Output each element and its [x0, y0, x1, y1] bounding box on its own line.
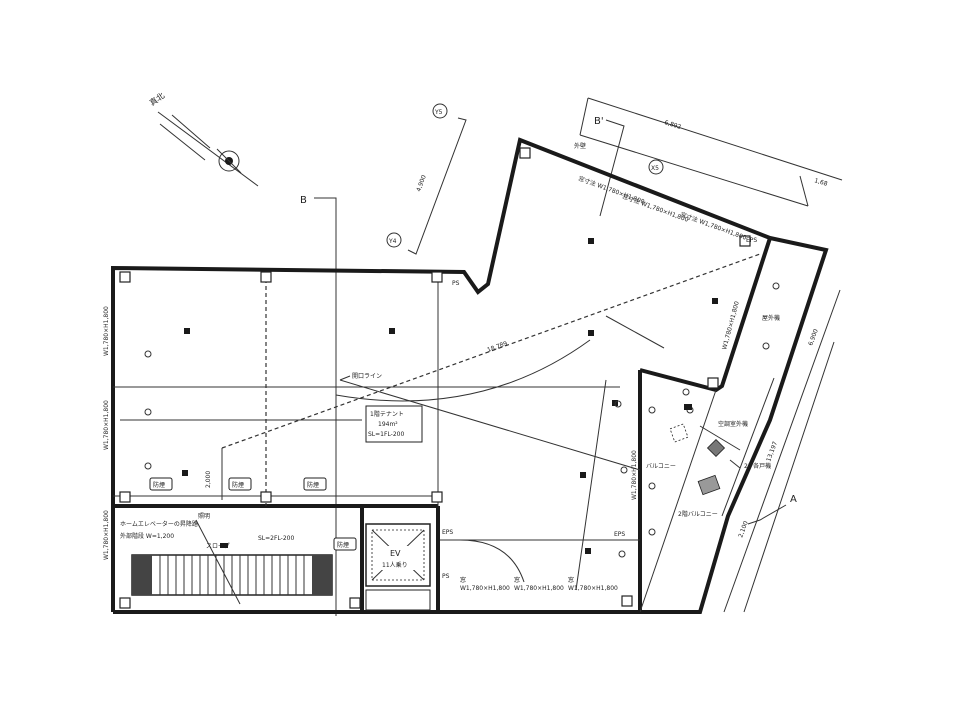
section-line-a: A	[747, 494, 797, 525]
svg-text:EPS: EPS	[442, 529, 453, 536]
svg-text:バルコニー: バルコニー	[646, 463, 676, 470]
svg-text:W1,780×H1,800: W1,780×H1,800	[631, 450, 638, 500]
grid-marker-x5: X5	[648, 159, 664, 175]
light-icon	[182, 470, 188, 476]
svg-text:13,197: 13,197	[765, 440, 779, 462]
window-notes-bottom: W1,780×H1,800 W1,780×H1,800 W1,780×H1,80…	[460, 576, 618, 592]
stair-area: ホームエレベーターの昇降路 外部階段 W=1,200 スロープ SL=2FL-2…	[120, 513, 333, 605]
svg-text:B': B'	[594, 116, 604, 127]
svg-text:スロープ: スロープ	[206, 543, 230, 550]
grid-marker-y4: Y4	[386, 232, 402, 248]
stair-treads	[159, 555, 305, 595]
window-notes-top: 窓寸法 W1,780×H1,800 窓寸法 W1,780×H1,800 窓寸法 …	[574, 142, 748, 242]
north-arrow: 真北	[147, 90, 259, 187]
columns	[119, 147, 751, 609]
svg-text:194m²: 194m²	[378, 421, 398, 428]
dimension-right-side: 6,900 13,197 2,100	[723, 289, 841, 613]
interior-grid-lines	[113, 272, 641, 506]
svg-text:6,892: 6,892	[663, 119, 682, 131]
section-line-b-prime: B'	[594, 116, 625, 217]
svg-text:A: A	[790, 494, 797, 505]
light-icon	[580, 472, 586, 478]
elevator: EV 11人乗り	[365, 523, 431, 611]
svg-text:PS: PS	[442, 573, 450, 580]
section-line-b: B	[300, 195, 337, 616]
svg-text:W1,780×H1,800: W1,780×H1,800	[103, 400, 110, 450]
elevator-code: EV	[390, 549, 401, 558]
svg-text:1階テナント: 1階テナント	[370, 410, 404, 418]
elevator-capacity: 11人乗り	[382, 562, 408, 569]
svg-text:ホームエレベーターの昇降路: ホームエレベーターの昇降路	[120, 520, 198, 528]
grid-marker-y5: Y5	[432, 103, 448, 119]
svg-text:X5: X5	[651, 165, 659, 172]
svg-text:外部階段 W=1,200: 外部階段 W=1,200	[120, 532, 174, 540]
north-label: 真北	[147, 90, 166, 107]
svg-text:SL=2FL-200: SL=2FL-200	[258, 535, 294, 542]
svg-text:W1,780×H1,800: W1,780×H1,800	[460, 585, 510, 592]
light-icon	[588, 238, 594, 244]
dimension-left-diagonal: 4,900	[407, 117, 467, 255]
svg-text:空調室外機: 空調室外機	[718, 420, 748, 428]
shaft-labels: PS EPS PS EPS EPS	[442, 237, 757, 580]
svg-text:照明: 照明	[198, 513, 210, 520]
svg-text:W1,780×H1,800: W1,780×H1,800	[568, 585, 618, 592]
svg-text:Y5: Y5	[434, 109, 443, 116]
svg-text:2階バルコニー: 2階バルコニー	[678, 510, 718, 518]
svg-text:窓: 窓	[568, 576, 574, 584]
svg-text:SL=1FL-200: SL=1FL-200	[368, 431, 404, 438]
svg-text:2F 各戸機: 2F 各戸機	[744, 462, 771, 470]
svg-text:W1,780×H1,800: W1,780×H1,800	[514, 585, 564, 592]
window-notes-right: W1,780×H1,800 W1,780×H1,800	[631, 300, 741, 500]
wall-devices	[144, 282, 780, 558]
svg-text:W1,780×H1,800: W1,780×H1,800	[103, 510, 110, 560]
balcony-area: バルコニー 2階バルコニー 屋外機 空調室外機 2F 各戸機	[646, 314, 780, 518]
fire-shutter-labels: 防煙 防煙 防煙 防煙	[149, 477, 357, 551]
svg-text:EPS: EPS	[746, 237, 757, 244]
svg-text:防煙: 防煙	[337, 541, 349, 549]
svg-text:4,900: 4,900	[415, 174, 428, 193]
svg-text:窓寸法 W1,780×H1,800: 窓寸法 W1,780×H1,800	[621, 192, 689, 223]
svg-text:PS: PS	[452, 280, 460, 287]
svg-text:EPS: EPS	[614, 531, 625, 538]
svg-text:防煙: 防煙	[307, 481, 319, 489]
window-notes-left: W1,780×H1,800 W1,780×H1,800 W1,780×H1,80…	[103, 306, 110, 560]
svg-text:1,68: 1,68	[813, 177, 828, 188]
svg-text:窓: 窓	[514, 576, 520, 584]
svg-text:防煙: 防煙	[232, 481, 244, 489]
svg-text:18,789: 18,789	[486, 340, 508, 354]
svg-text:W1,780×H1,800: W1,780×H1,800	[103, 306, 110, 356]
exterior-walls	[111, 137, 829, 614]
svg-text:屋外機: 屋外機	[762, 314, 780, 322]
dimension-top-right: 6,892 1,68	[579, 97, 843, 207]
light-icon	[184, 328, 190, 334]
light-icon	[712, 298, 718, 304]
svg-text:外壁: 外壁	[574, 142, 586, 150]
north-compass-icon	[218, 150, 240, 172]
svg-text:開口ライン: 開口ライン	[352, 373, 382, 380]
svg-text:6,900: 6,900	[807, 328, 820, 347]
svg-text:B: B	[300, 195, 307, 206]
light-icon	[389, 328, 395, 334]
light-icon	[588, 330, 594, 336]
door-arcs	[335, 315, 665, 591]
svg-text:2,000: 2,000	[205, 471, 212, 488]
tenant-label: 1階テナント 194m² SL=1FL-200	[365, 405, 423, 443]
svg-text:窓: 窓	[460, 576, 466, 584]
svg-text:Y4: Y4	[388, 238, 397, 245]
svg-text:防煙: 防煙	[153, 481, 165, 489]
line-notes: 開口ライン	[339, 373, 382, 381]
light-icon	[585, 548, 591, 554]
svg-text:2,100: 2,100	[737, 520, 750, 539]
